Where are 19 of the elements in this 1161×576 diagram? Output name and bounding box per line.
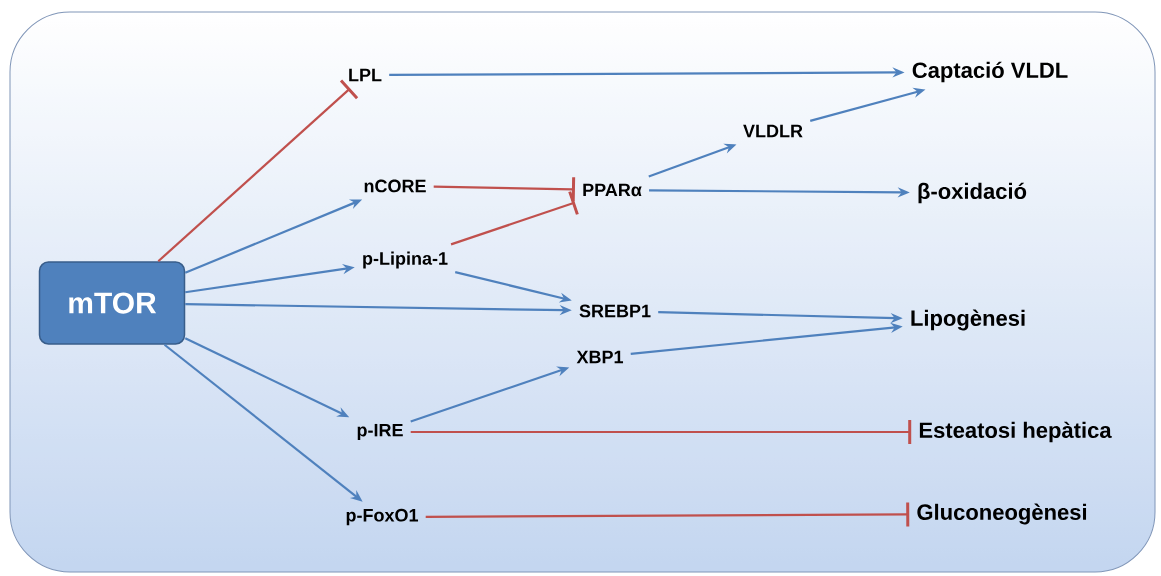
node-label: nCORE	[364, 179, 426, 193]
node-label: PPARα	[583, 183, 642, 197]
inhibition-line	[410, 420, 912, 444]
node-label: p-IRE	[357, 423, 403, 441]
node-label: SREBP1	[579, 304, 651, 318]
inhibition-line	[450, 191, 579, 246]
outcome-label: β-oxidació	[918, 182, 1027, 204]
node-label: p-FoxO1	[346, 508, 419, 526]
outcome-label: Lipogènesi	[911, 309, 1025, 331]
node-label: p-Lipina-1	[363, 251, 448, 269]
inhibition-line	[425, 502, 910, 527]
node-label: VLDLR	[743, 124, 803, 138]
outcome-label: Esteatosi hepàtica	[919, 421, 1112, 443]
node-label: LPL	[349, 68, 382, 82]
outcome-label: Captació VLDL	[912, 61, 1068, 83]
inhibition-line	[433, 177, 576, 202]
outcome-label: Gluconeogènesi	[917, 503, 1087, 525]
process-box: mTOR	[38, 261, 186, 345]
node-label: XBP1	[576, 350, 624, 364]
